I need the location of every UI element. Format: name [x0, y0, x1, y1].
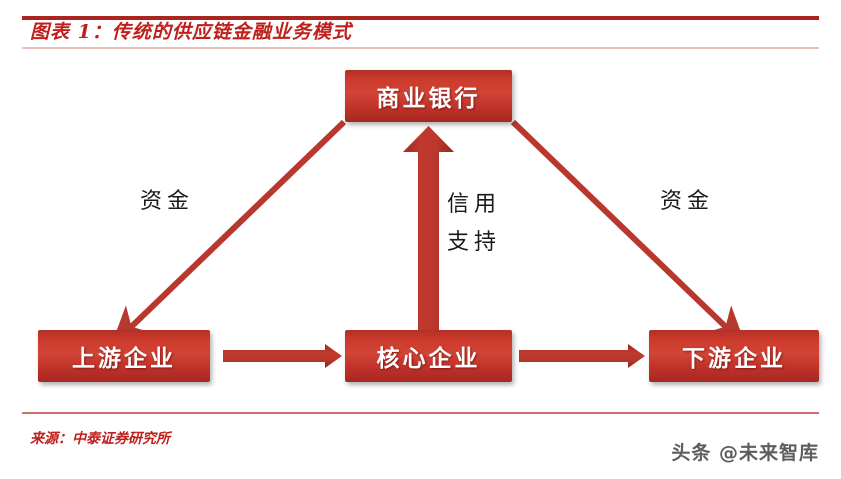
node-downstream-enterprise[interactable]: 下游企业	[649, 330, 819, 382]
edge-bank-to-downstream	[510, 119, 747, 347]
node-commercial-bank[interactable]: 商业银行	[345, 70, 512, 122]
edge-label-funds-left: 资金	[140, 189, 195, 214]
edge-label-credit-support: 信用 支持	[447, 186, 501, 262]
node-upstream-enterprise[interactable]: 上游企业	[38, 330, 210, 382]
header-top-rule	[22, 16, 819, 20]
header-bottom-rule	[22, 47, 819, 49]
edge-label-credit-support-line2: 支持	[447, 230, 502, 255]
edge-bank-to-upstream	[110, 119, 347, 347]
source-note: 来源：中泰证券研究所	[30, 431, 170, 447]
node-core-enterprise[interactable]: 核心企业	[345, 330, 512, 382]
footer-rule	[22, 412, 819, 414]
edge-core-to-bank	[403, 126, 454, 330]
edge-core-to-downstream	[519, 344, 645, 368]
watermark-label: 头条 @未来智库	[671, 442, 819, 464]
edge-label-funds-right: 资金	[660, 189, 715, 214]
edge-upstream-to-core	[223, 344, 342, 368]
figure-title: 图表 1：传统的供应链金融业务模式	[30, 21, 352, 43]
edge-label-credit-support-line1: 信用	[447, 192, 502, 217]
